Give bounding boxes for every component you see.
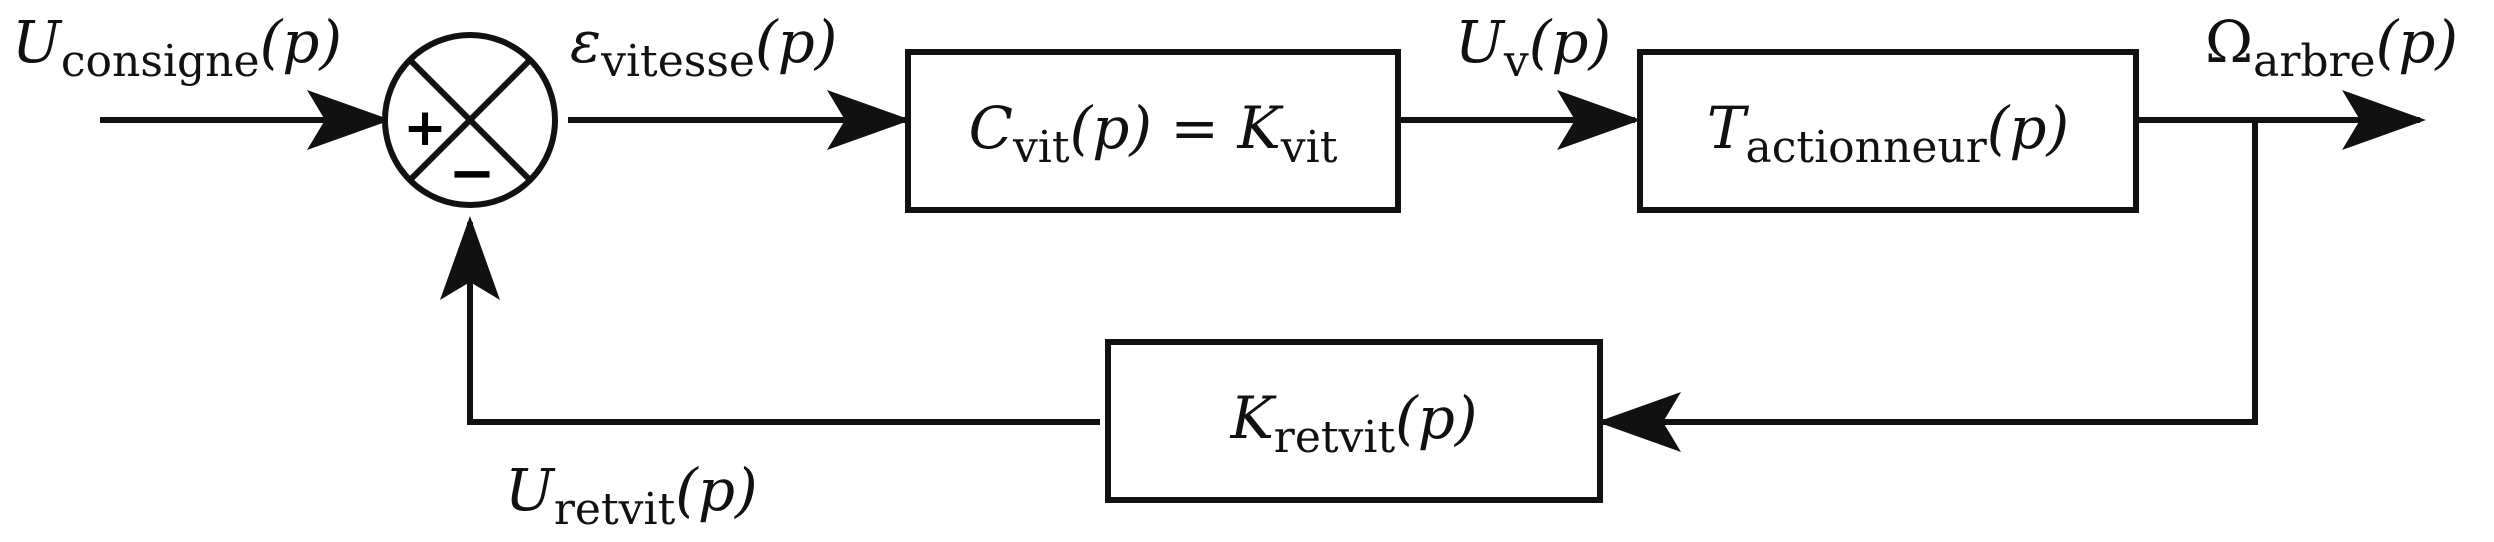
feedback-pickoff-line (1597, 120, 2258, 452)
sensor-label: Kretvit(p) (1229, 384, 1477, 463)
summing-junction (382, 32, 558, 208)
minus-sign: − (449, 141, 496, 206)
actuator-block (1637, 49, 2139, 213)
actuator-label: Tactionneur(p) (1707, 94, 2069, 173)
controller-block (905, 49, 1401, 213)
feedback-return-line (440, 216, 1100, 425)
output-label: Ωarbre(p) (2205, 8, 2458, 87)
error-label: εvitesse(p) (570, 8, 837, 87)
feedback-label: Uretvit(p) (505, 456, 758, 535)
command-label: Uv(p) (1455, 8, 1611, 87)
setpoint-label: Uconsigne(p) (12, 8, 342, 87)
plus-sign: + (403, 98, 447, 158)
controller-label: Cvit(p) = Kvit (969, 94, 1338, 173)
sensor-block (1105, 339, 1603, 503)
